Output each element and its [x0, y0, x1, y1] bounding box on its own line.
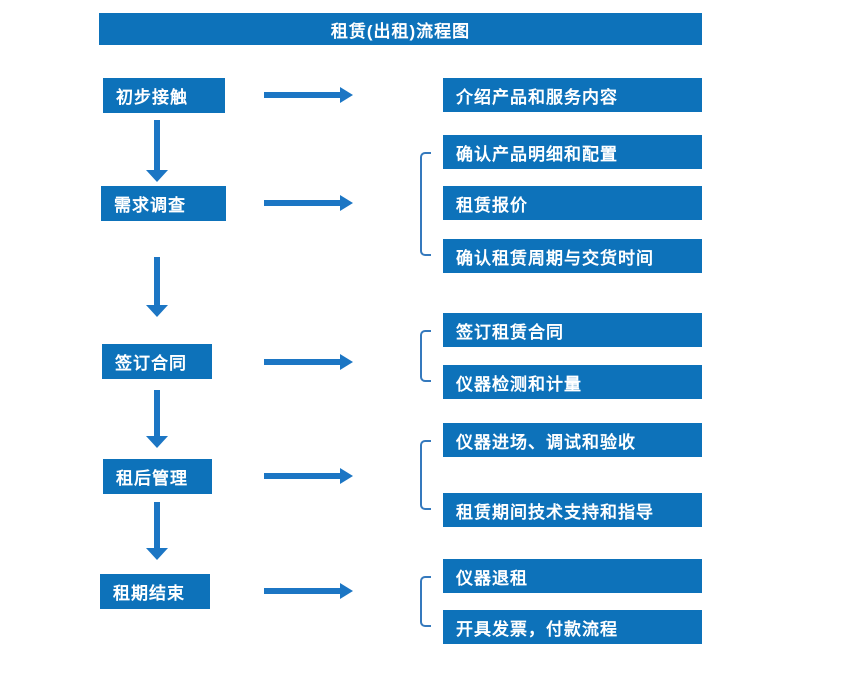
arrow-stem — [264, 92, 341, 98]
detail-box-instrument-return: 仪器退租 — [443, 559, 702, 593]
bracket-left-icon — [420, 330, 431, 382]
arrow-down-icon — [146, 502, 168, 560]
arrow-stem — [264, 473, 341, 479]
arrow-right-icon — [264, 354, 353, 370]
stage-box-initial-contact: 初步接触 — [103, 78, 225, 113]
detail-box-tech-support: 租赁期间技术支持和指导 — [443, 493, 702, 527]
arrow-head — [146, 548, 168, 560]
arrow-stem — [264, 588, 341, 594]
arrow-stem — [154, 257, 160, 306]
detail-box-invoice-payment: 开具发票，付款流程 — [443, 610, 702, 644]
arrow-down-icon — [146, 390, 168, 448]
arrow-stem — [154, 390, 160, 437]
arrow-down-icon — [146, 257, 168, 317]
arrow-stem — [264, 200, 341, 206]
detail-box-confirm-product-config: 确认产品明细和配置 — [443, 135, 702, 169]
bracket-left-icon — [420, 576, 431, 627]
detail-box-instrument-setup-acceptance: 仪器进场、调试和验收 — [443, 423, 702, 457]
flowchart-title: 租赁(出租)流程图 — [99, 13, 702, 45]
arrow-head — [340, 468, 353, 484]
detail-box-introduce-products: 介绍产品和服务内容 — [443, 78, 702, 112]
stage-box-demand-survey: 需求调查 — [101, 186, 226, 221]
stage-box-post-rental-management: 租后管理 — [103, 459, 212, 494]
arrow-down-icon — [146, 120, 168, 182]
detail-box-sign-rental-contract: 签订租赁合同 — [443, 313, 702, 347]
arrow-right-icon — [264, 195, 353, 211]
detail-box-rental-quote: 租赁报价 — [443, 186, 702, 220]
arrow-stem — [154, 120, 160, 171]
arrow-right-icon — [264, 87, 353, 103]
arrow-stem — [264, 359, 341, 365]
bracket-left-icon — [420, 152, 431, 256]
stage-box-rental-end: 租期结束 — [100, 574, 210, 609]
arrow-head — [340, 354, 353, 370]
stage-box-sign-contract: 签订合同 — [102, 344, 212, 379]
detail-box-confirm-period-delivery: 确认租赁周期与交货时间 — [443, 239, 702, 273]
arrow-right-icon — [264, 583, 353, 599]
arrow-head — [146, 436, 168, 448]
arrow-head — [146, 170, 168, 182]
arrow-right-icon — [264, 468, 353, 484]
arrow-head — [340, 195, 353, 211]
detail-box-instrument-testing: 仪器检测和计量 — [443, 365, 702, 399]
arrow-head — [340, 87, 353, 103]
arrow-head — [146, 305, 168, 317]
arrow-head — [340, 583, 353, 599]
arrow-stem — [154, 502, 160, 549]
bracket-left-icon — [420, 440, 431, 510]
